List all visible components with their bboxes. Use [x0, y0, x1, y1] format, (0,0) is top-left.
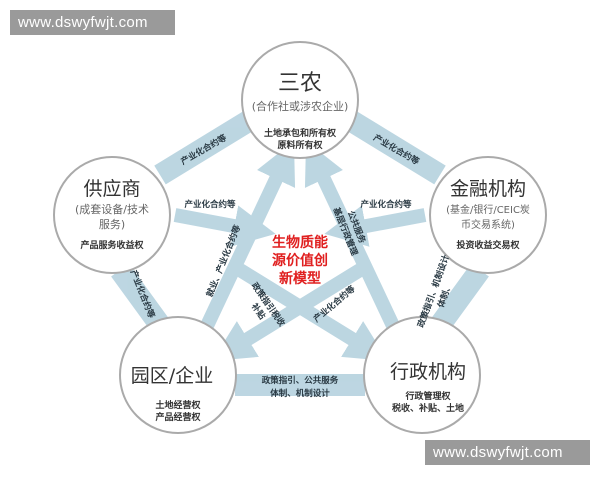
node-rights: 税收、补贴、土地	[392, 402, 464, 414]
node-subtitle: 币交易系统)	[461, 218, 515, 231]
edge-label: 产业化合约等	[184, 199, 236, 210]
node-supplier	[53, 156, 171, 274]
node-rights: 土地承包和所有权	[264, 127, 337, 139]
arrow-supplier-center	[173, 205, 276, 247]
band-sannong-supplier	[154, 110, 256, 185]
band-finance-admin	[431, 263, 489, 332]
watermark: www.dswyfwjt.com	[425, 440, 590, 465]
edge-label: 体制、机制设计	[270, 388, 330, 399]
node-subtitle: (成套设备/技术	[75, 202, 149, 216]
node-rights: 产品经营权	[155, 411, 201, 423]
node-title: 行政机构	[390, 361, 466, 383]
center-title: 生物质能	[272, 234, 328, 251]
edge-label: 产业化合约等	[360, 199, 412, 210]
band-supplier-park	[111, 263, 169, 332]
node-title: 供应商	[83, 178, 140, 200]
node-sannong	[241, 41, 359, 159]
node-finance	[429, 156, 547, 274]
node-rights: 原料所有权	[277, 139, 323, 151]
arrow-finance-center	[324, 205, 427, 247]
node-rights: 行政管理权	[404, 390, 451, 402]
node-park	[119, 316, 237, 434]
watermark: www.dswyfwjt.com	[10, 10, 175, 35]
node-title: 金融机构	[450, 178, 526, 200]
arrow-admin-sannong	[304, 140, 402, 333]
node-rights: 产品服务收益权	[80, 239, 144, 251]
center-title: 源价值创	[272, 252, 328, 269]
node-rights: 土地经营权	[155, 399, 201, 411]
band-sannong-finance	[344, 110, 446, 185]
node-title: 园区/企业	[131, 365, 213, 387]
arrow-center-park	[212, 264, 364, 362]
node-subtitle: (合作社或涉农企业)	[252, 99, 349, 113]
node-rights: 投资收益交易权	[456, 239, 520, 251]
node-subtitle: 服务)	[99, 218, 125, 231]
arrow-park-sannong	[198, 140, 296, 333]
node-admin	[363, 316, 481, 434]
node-title: 三农	[278, 71, 322, 96]
connector-bands	[111, 110, 489, 396]
edge-label: 政策指引、公共服务	[262, 375, 339, 386]
node-subtitle: (基金/银行/CEIC炭	[446, 203, 530, 216]
center-title: 新模型	[279, 270, 321, 287]
